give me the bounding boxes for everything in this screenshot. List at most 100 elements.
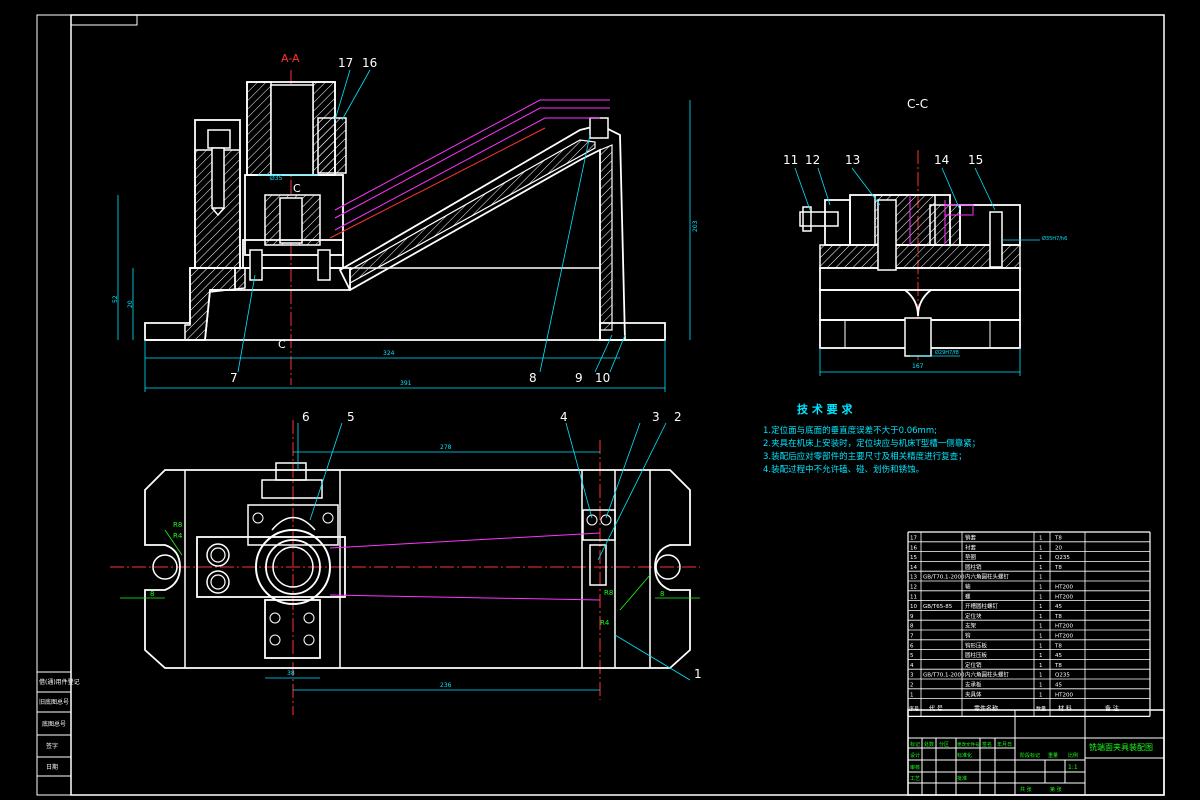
bom-row-no: 7 [910, 634, 914, 640]
bom-row-qty: 1 [1039, 604, 1043, 610]
part-number-3: 3 [652, 410, 660, 424]
part-number-15: 15 [968, 153, 983, 167]
bom-row-name: 开槽圆柱螺钉 [965, 602, 999, 610]
bom-row-qty: 1 [1039, 683, 1043, 689]
bom-header-qty: 数量 [1036, 706, 1046, 713]
bom-row-code: GB/T65-85 [923, 604, 953, 610]
bom-row-name: 钩形压板 [965, 641, 988, 649]
bom-row-qty: 1 [1039, 663, 1043, 669]
side-view-cc [794, 150, 1040, 376]
margin-label-2: 底图总号 [42, 720, 66, 728]
bom-row-name: 垫圈 [965, 553, 977, 561]
bom-header-code: 代 号 [929, 705, 943, 713]
tb-stage: 阶段标记 [1020, 752, 1040, 759]
dim-top: Ø35 [270, 175, 283, 182]
left-margin-labels: 借(通)用件登记 旧底图总号 底图总号 签字 日期 [36, 671, 80, 796]
bom-row-material: Q235 [1055, 555, 1070, 561]
bom-row-no: 11 [910, 594, 917, 600]
bom-row-qty: 1 [1039, 673, 1043, 679]
top-view [110, 420, 700, 715]
bom-row-name: 内六角圆柱头螺钉 [965, 671, 1010, 679]
bom-row-no: 10 [910, 604, 917, 610]
bom-row-qty: 1 [1039, 653, 1043, 659]
bom-row-no: 8 [910, 624, 914, 630]
bom-row-no: 1 [910, 692, 914, 698]
bom-row-qty: 1 [1039, 545, 1043, 551]
margin-label-0: 借(通)用件登记 [39, 678, 80, 686]
bom-row-material: HT200 [1055, 594, 1073, 600]
dim-278: 278 [440, 444, 452, 451]
bom-row-qty: 1 [1039, 585, 1043, 591]
tb-weight: 重量 [1048, 752, 1058, 759]
bom-row-name: 圆柱压板 [965, 651, 988, 659]
bom-row-name: 支承板 [965, 681, 982, 689]
margin-label-3: 签字 [46, 742, 58, 750]
bom-row-material: T8 [1054, 565, 1062, 571]
bom-row-material: T8 [1054, 663, 1062, 669]
tb-process: 工艺 [910, 776, 920, 782]
bom-row-no: 17 [910, 536, 917, 542]
part-number-4: 4 [560, 410, 568, 424]
bom-row-no: 12 [910, 585, 917, 591]
bom-row-name: 轴 [965, 583, 971, 591]
bom-row-name: 衬套 [965, 543, 977, 551]
tb-label-date: 年月日 [997, 741, 1012, 748]
bom-row-name: 销套 [965, 534, 977, 542]
bom-row-material: HT200 [1055, 692, 1073, 698]
bom-row-qty: 1 [1039, 575, 1043, 581]
tb-standard: 标准化 [957, 752, 972, 759]
bom-row-material: T8 [1054, 536, 1062, 542]
bom-row-no: 5 [910, 653, 914, 659]
part-number-12: 12 [805, 153, 820, 167]
bom-row-no: 9 [910, 614, 914, 620]
section-label-aa: A-A [281, 52, 300, 65]
inner-border [70, 14, 1165, 796]
dim-8-left: 8 [150, 590, 154, 598]
top-left-corner-box [70, 14, 138, 26]
bom-row-no: 15 [910, 555, 917, 561]
tb-approve: 批准 [957, 775, 967, 782]
dim-h6: Ø35H7/h6 [1042, 235, 1067, 242]
dim-203: 203 [692, 220, 699, 232]
bom-row-name: 内六角圆柱头螺钉 [965, 573, 1010, 581]
tb-scale-value: 1:1 [1068, 764, 1078, 771]
dim-20: 20 [127, 300, 134, 308]
part-number-2: 2 [674, 410, 682, 424]
bom-row-no: 16 [910, 545, 917, 551]
bom-row-name: 支架 [965, 622, 977, 630]
bom-row-code: GB/T70.1-2000 [923, 673, 965, 679]
dim-r4-right: R4 [600, 619, 610, 627]
tb-label-sign: 签名 [982, 741, 992, 748]
bom-row-material: 45 [1055, 604, 1062, 610]
bom-row-qty: 1 [1039, 594, 1043, 600]
section-label-c-bottom: C [278, 338, 286, 351]
part-number-14: 14 [934, 153, 949, 167]
part-number-16: 16 [362, 56, 377, 70]
bom-row-material: T8 [1054, 643, 1062, 649]
bom-row-name: 圆柱销 [965, 563, 982, 571]
tb-label-count: 处数 [924, 741, 934, 748]
dim-52: 52 [112, 295, 119, 303]
bom-row-material: 20 [1055, 545, 1062, 551]
bom-row-material: T8 [1054, 614, 1062, 620]
tech-req-item-3: 3.装配后应对零部件的主要尺寸及相关精度进行复查； [763, 451, 967, 462]
bom-row-material: HT200 [1055, 585, 1073, 591]
bom-row-name: 夹具体 [965, 690, 982, 698]
dim-h6-bottom: Ø29H7/f8 [935, 349, 959, 356]
drawing-title: 铣端面夹具装配图 [1089, 742, 1153, 752]
bom-row-qty: 1 [1039, 634, 1043, 640]
dim-38: 38 [287, 670, 295, 677]
section-label-c-top: C [293, 182, 301, 195]
bom-row-no: 2 [910, 683, 914, 689]
bom-row-material: 45 [1055, 653, 1062, 659]
dim-r8-right: R8 [604, 589, 613, 597]
part-number-6: 6 [302, 410, 310, 424]
title-block: 铣端面夹具装配图 标记 处数 分区 更改文件号 签名 年月日 设计 标准化 审核… [907, 709, 1165, 796]
front-view-aa [117, 69, 691, 392]
bom-header-name: 零件名称 [974, 705, 998, 713]
tb-label-mark: 标记 [910, 741, 920, 748]
part-number-10: 10 [595, 371, 610, 385]
bom-row-name: 螺 [965, 592, 971, 600]
bom-row-qty: 1 [1039, 692, 1043, 698]
